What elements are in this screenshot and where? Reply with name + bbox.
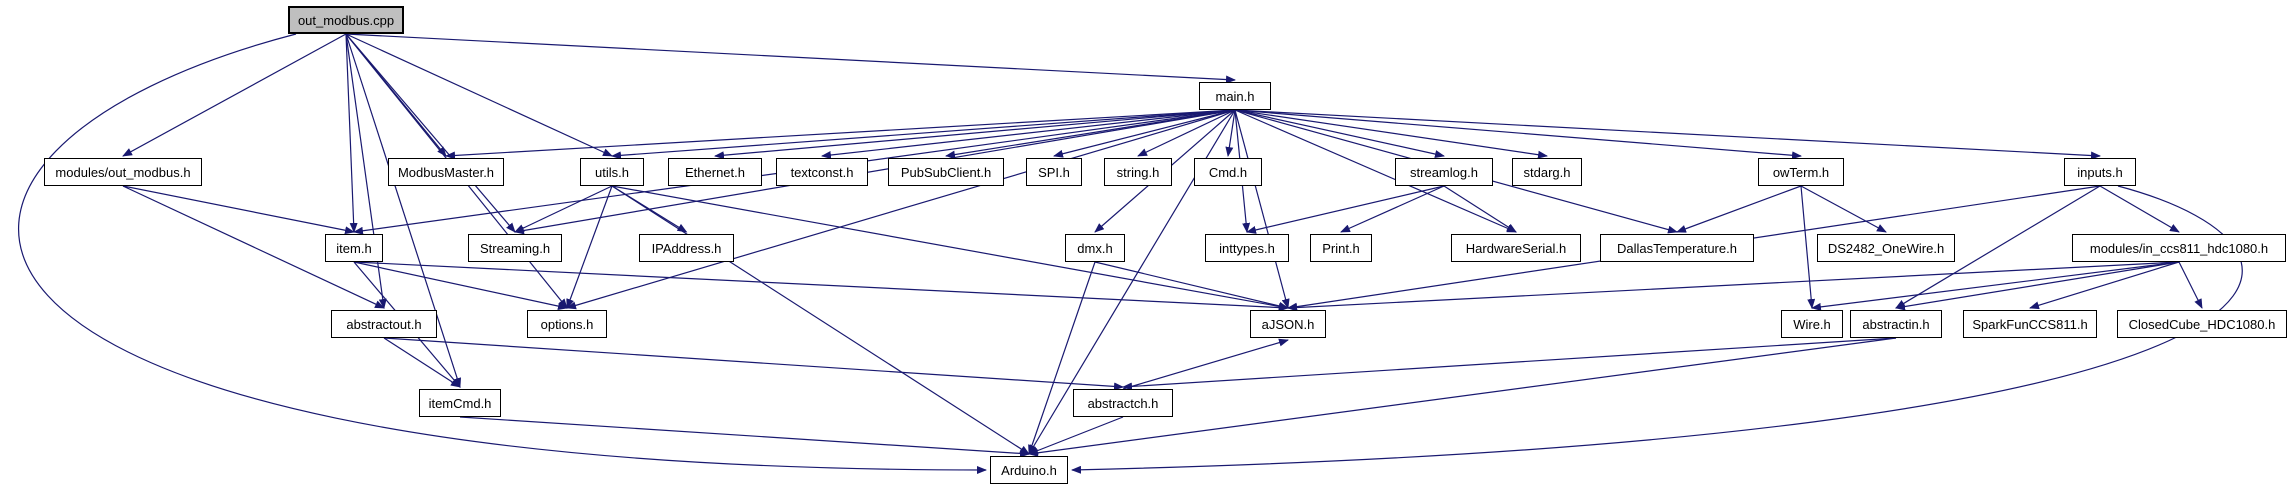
edge-main_h-to-streaming_h xyxy=(514,109,1236,235)
edge-main_h-to-streamlog_h xyxy=(1234,109,1445,158)
edge-inputs_h-to-arduino_h xyxy=(1071,185,2243,474)
edge-modules_in_ccs811_hdc1080_h-to-abstractin_h xyxy=(1895,261,2180,311)
graph-node-print_h[interactable]: Print.h xyxy=(1310,234,1372,262)
graph-node-spi_h[interactable]: SPI.h xyxy=(1026,158,1082,186)
edge-owterm_h-to-wire_h xyxy=(1800,185,1816,309)
graph-node-wire_h[interactable]: Wire.h xyxy=(1781,310,1843,338)
edge-streamlog_h-to-inttypes_h xyxy=(1246,185,1445,234)
graph-node-item_h[interactable]: item.h xyxy=(325,234,383,262)
graph-node-main_h[interactable]: main.h xyxy=(1199,82,1271,110)
edge-modules_in_ccs811_hdc1080_h-to-closedcube_hdc1080_h xyxy=(2178,261,2203,309)
edge-dmx_h-to-arduino_h xyxy=(1028,261,1096,455)
graph-node-dallastemperature_h[interactable]: DallasTemperature.h xyxy=(1600,234,1754,262)
edge-out_modbus_cpp-to-abstractout_h xyxy=(345,33,387,309)
edge-item_h-to-ajson_h xyxy=(353,261,1289,312)
graph-node-itemcmd_h[interactable]: itemCmd.h xyxy=(419,389,501,417)
graph-node-ipaddress_h[interactable]: IPAddress.h xyxy=(639,234,734,262)
edge-out_modbus_cpp-to-item_h xyxy=(345,33,358,233)
edge-dmx_h-to-ajson_h xyxy=(1094,261,1289,310)
edge-abstractin_h-to-abstractch_h xyxy=(1122,337,1897,391)
graph-node-abstractout_h[interactable]: abstractout.h xyxy=(331,310,437,338)
graph-node-streaming_h[interactable]: Streaming.h xyxy=(468,234,562,262)
edge-modules_out_modbus_h-to-item_h xyxy=(122,185,355,235)
edge-main_h-to-utils_h xyxy=(611,109,1236,160)
graph-node-pubsubclient_h[interactable]: PubSubClient.h xyxy=(888,158,1004,186)
graph-node-ethernet_h[interactable]: Ethernet.h xyxy=(668,158,762,186)
edge-main_h-to-spi_h xyxy=(1053,109,1236,158)
edge-abstractout_h-to-itemcmd_h xyxy=(383,337,461,388)
edge-main_h-to-modbusmaster_h xyxy=(445,109,1236,160)
graph-node-options_h[interactable]: options.h xyxy=(527,310,607,338)
edge-modules_in_ccs811_hdc1080_h-to-ajson_h xyxy=(1287,261,2180,312)
graph-node-abstractin_h[interactable]: abstractin.h xyxy=(1850,310,1942,338)
graph-node-ds2482_onewire_h[interactable]: DS2482_OneWire.h xyxy=(1817,234,1955,262)
edge-main_h-to-ethernet_h xyxy=(714,109,1236,160)
edge-main_h-to-inputs_h xyxy=(1234,109,2101,160)
edge-inputs_h-to-modules_in_ccs811_hdc1080_h xyxy=(2099,185,2180,233)
edge-streamlog_h-to-print_h xyxy=(1340,185,1445,233)
edge-item_h-to-options_h xyxy=(353,261,568,311)
edge-owterm_h-to-ds2482_onewire_h xyxy=(1800,185,1887,233)
edge-inputs_h-to-abstractin_h xyxy=(1895,185,2101,309)
edge-out_modbus_cpp-to-utils_h xyxy=(345,33,613,157)
graph-node-inputs_h[interactable]: inputs.h xyxy=(2064,158,2136,186)
edge-modules_in_ccs811_hdc1080_h-to-wire_h xyxy=(1811,261,2180,311)
edge-main_h-to-hardwareserial_h xyxy=(1234,109,1517,233)
edge-modules_out_modbus_h-to-abstractout_h xyxy=(122,185,385,309)
graph-node-closedcube_hdc1080_h[interactable]: ClosedCube_HDC1080.h xyxy=(2117,310,2287,338)
edge-owterm_h-to-dallastemperature_h xyxy=(1676,185,1802,233)
edge-abstractch_h-to-ajson_h xyxy=(1122,338,1289,390)
edge-utils_h-to-arduino_h xyxy=(611,185,1030,455)
edge-out_modbus_cpp-to-streaming_h xyxy=(345,33,516,233)
graph-node-utils_h[interactable]: utils.h xyxy=(580,158,644,186)
graph-node-owterm_h[interactable]: owTerm.h xyxy=(1758,158,1844,186)
graph-node-sparkfunccs811_h[interactable]: SparkFunCCS811.h xyxy=(1963,310,2097,338)
edge-out_modbus_cpp-to-itemcmd_h xyxy=(345,33,462,388)
graph-node-out_modbus_cpp[interactable]: out_modbus.cpp xyxy=(288,6,404,34)
edge-utils_h-to-options_h xyxy=(566,185,613,309)
edge-main_h-to-owterm_h xyxy=(1234,109,1802,160)
edge-abstractch_h-to-arduino_h xyxy=(1028,416,1124,455)
graph-node-cmd_h[interactable]: Cmd.h xyxy=(1194,158,1262,186)
graph-node-arduino_h[interactable]: Arduino.h xyxy=(990,456,1068,484)
graph-node-stdarg_h[interactable]: stdarg.h xyxy=(1512,158,1582,186)
graph-node-modules_in_ccs811_hdc1080_h[interactable]: modules/in_ccs811_hdc1080.h xyxy=(2072,234,2286,262)
edge-out_modbus_cpp-to-main_h xyxy=(345,33,1236,84)
edge-out_modbus_cpp-to-modules_out_modbus_h xyxy=(122,33,347,157)
edge-main_h-to-options_h xyxy=(566,109,1236,310)
graph-node-abstractch_h[interactable]: abstractch.h xyxy=(1073,389,1173,417)
graph-node-ajson_h[interactable]: aJSON.h xyxy=(1250,310,1326,338)
edge-main_h-to-cmd_h xyxy=(1225,109,1236,157)
edge-itemcmd_h-to-arduino_h xyxy=(459,416,1030,458)
edge-out_modbus_cpp-to-arduino_h xyxy=(17,33,987,474)
edge-abstractout_h-to-abstractch_h xyxy=(383,337,1124,391)
edge-main_h-to-string_h xyxy=(1137,109,1236,157)
edge-utils_h-to-streaming_h xyxy=(514,185,613,233)
edge-main_h-to-ajson_h xyxy=(1234,109,1290,309)
graph-node-textconst_h[interactable]: textconst.h xyxy=(776,158,868,186)
graph-node-inttypes_h[interactable]: inttypes.h xyxy=(1205,234,1289,262)
edge-abstractin_h-to-arduino_h xyxy=(1028,337,1897,457)
graph-node-modules_out_modbus_h[interactable]: modules/out_modbus.h xyxy=(44,158,202,186)
edge-streamlog_h-to-hardwareserial_h xyxy=(1443,185,1517,233)
graph-node-string_h[interactable]: string.h xyxy=(1104,158,1172,186)
edge-utils_h-to-ajson_h xyxy=(611,185,1289,311)
graph-node-streamlog_h[interactable]: streamlog.h xyxy=(1395,158,1493,186)
edge-main_h-to-stdarg_h xyxy=(1234,109,1548,159)
edge-main_h-to-textconst_h xyxy=(821,109,1236,159)
edge-modules_in_ccs811_hdc1080_h-to-sparkfunccs811_h xyxy=(2029,261,2180,310)
graph-node-dmx_h[interactable]: dmx.h xyxy=(1065,234,1125,262)
graph-node-modbusmaster_h[interactable]: ModbusMaster.h xyxy=(388,158,504,186)
graph-node-hardwareserial_h[interactable]: HardwareSerial.h xyxy=(1451,234,1581,262)
